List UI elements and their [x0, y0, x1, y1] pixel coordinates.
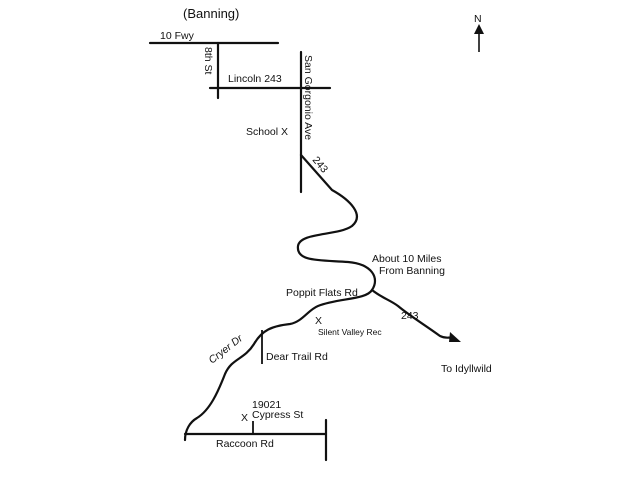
label-destination-number: 19021: [252, 399, 281, 411]
label-distance-line2: From Banning: [379, 265, 445, 277]
road-highway-243: [183, 153, 377, 442]
road-243-to-idyllwild: [370, 288, 458, 342]
label-raccoon-rd: Raccoon Rd: [216, 438, 274, 450]
label-cryer-dr: Cryer Dr: [206, 332, 245, 366]
destination-marker-icon: X: [241, 412, 248, 424]
label-243-upper: 243: [310, 154, 331, 175]
label-10-fwy: 10 Fwy: [160, 30, 195, 42]
label-lincoln-243: Lincoln 243: [228, 73, 282, 85]
label-distance-line1: About 10 Miles: [372, 253, 441, 265]
label-silent-valley-rec: Silent Valley Rec: [318, 327, 382, 337]
label-poppit-flats-rd: Poppit Flats Rd: [286, 287, 358, 299]
label-dear-trail-rd: Dear Trail Rd: [266, 351, 328, 363]
north-arrow-icon: N: [474, 13, 484, 52]
label-destination-street: Cypress St: [252, 409, 303, 421]
label-to-idyllwild: To Idyllwild: [441, 363, 492, 375]
label-san-gorgonio-ave: San Gorgonio Ave: [302, 55, 314, 140]
silent-valley-marker-icon: X: [315, 315, 322, 327]
arrow-to-idyllwild-icon: [449, 332, 461, 342]
map-title: (Banning): [183, 6, 239, 21]
label-8th-st: 8th St: [202, 47, 214, 75]
north-label: N: [474, 13, 482, 25]
label-243-lower: 243: [401, 310, 419, 322]
label-school: School X: [246, 126, 288, 138]
